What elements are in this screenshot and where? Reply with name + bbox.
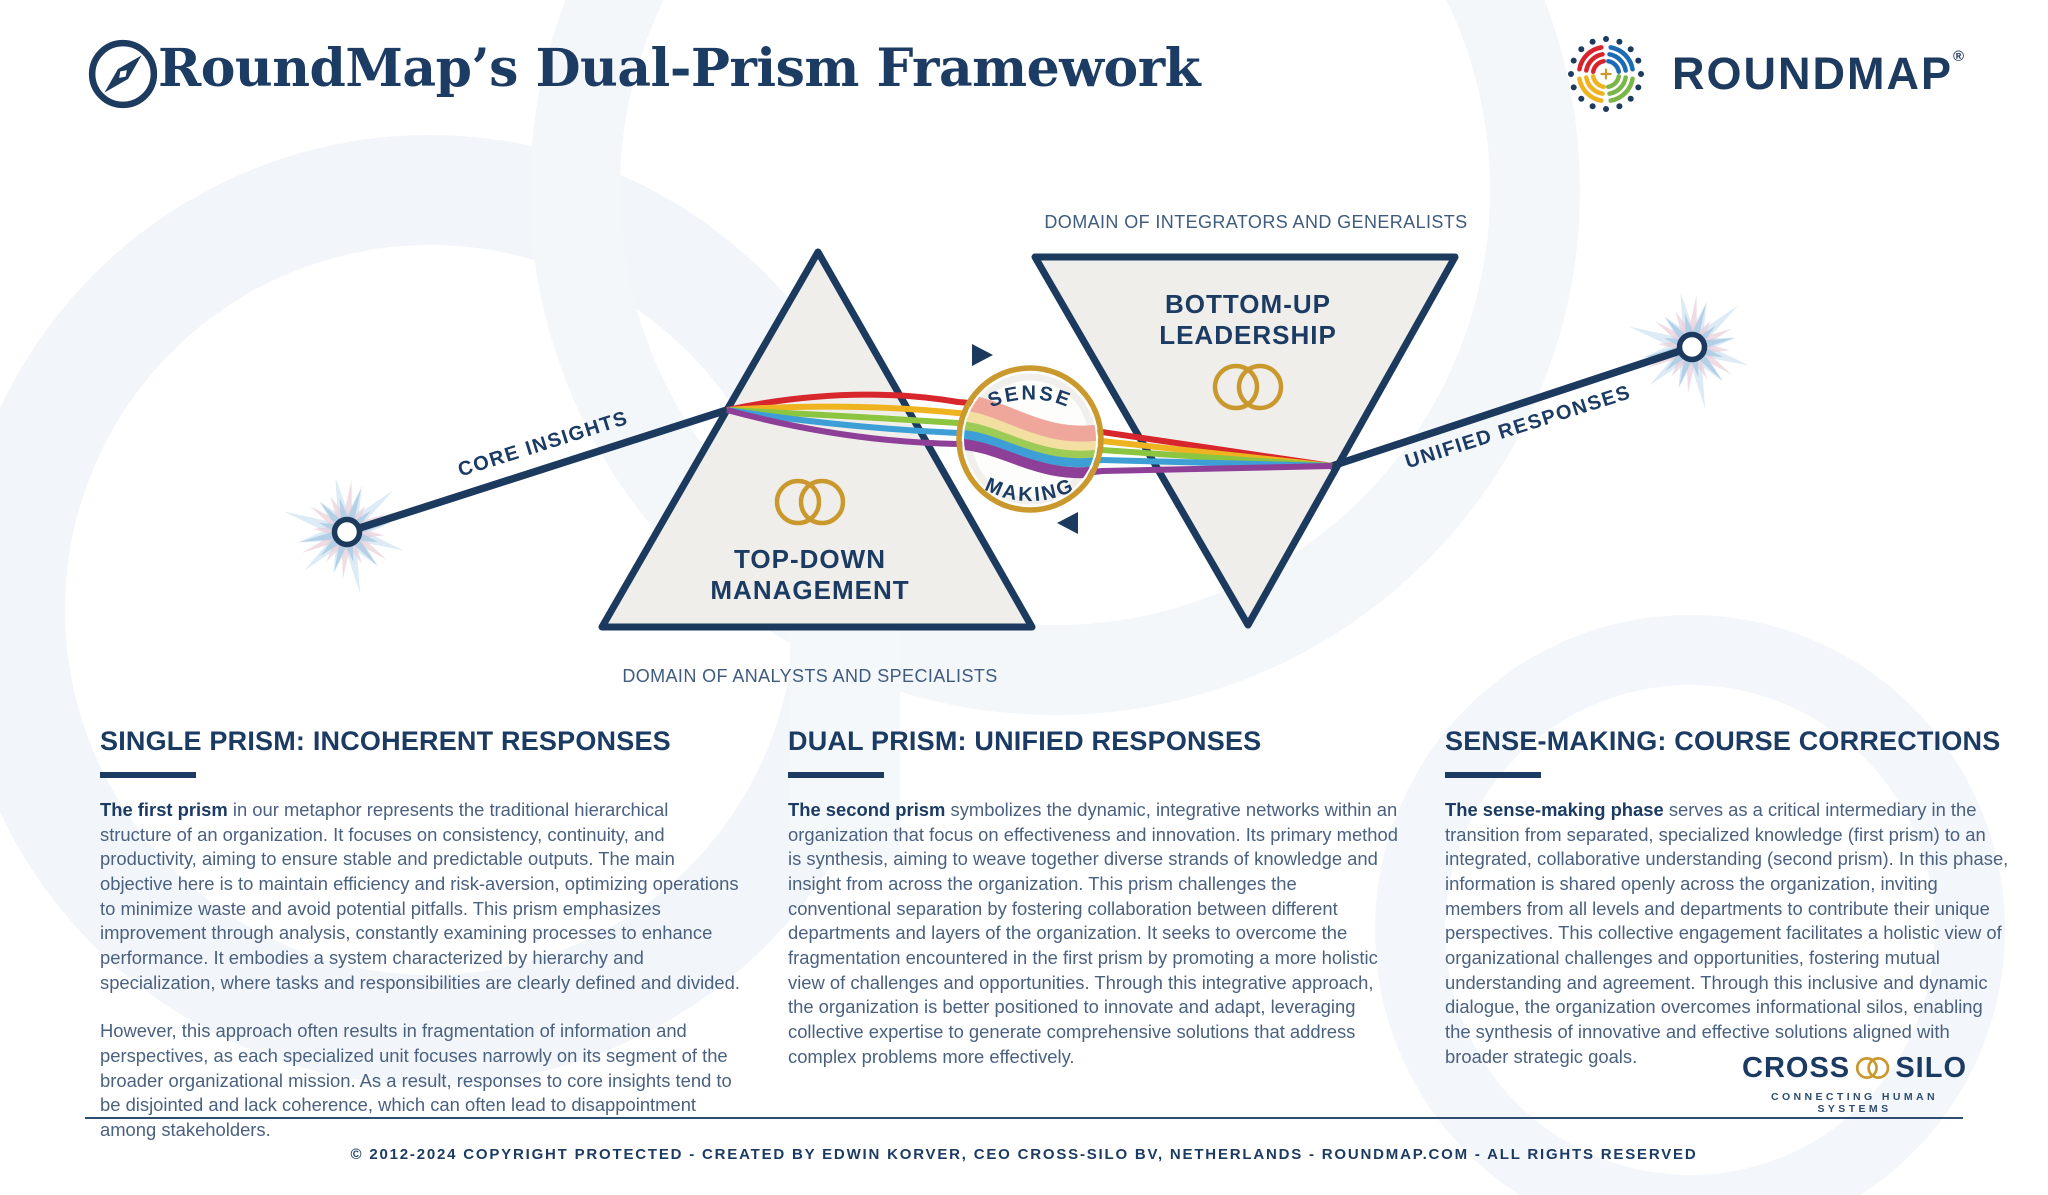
people-ring: [1568, 36, 1644, 112]
paragraph-text: in our metaphor represents the tradition…: [100, 799, 740, 993]
dual-prism-diagram: DOMAIN OF INTEGRATORS AND GENERALISTS DO…: [266, 212, 1766, 686]
column-paragraph: However, this approach often results in …: [100, 1020, 732, 1140]
column-dual-prism: DUAL PRISM: UNIFIED RESPONSES The second…: [788, 726, 1400, 1093]
column-heading: DUAL PRISM: UNIFIED RESPONSES: [788, 726, 1262, 756]
interlocked-rings-icon: [774, 478, 846, 526]
top-down-label-line2: MANAGEMENT: [710, 575, 909, 605]
footer-divider: [85, 1117, 1963, 1119]
top-down-prism: [598, 248, 1036, 631]
copyright-text: © 2012-2024 COPYRIGHT PROTECTED - CREATE…: [350, 1146, 1698, 1163]
column-heading: SENSE-MAKING: COURSE CORRECTIONS: [1445, 726, 2001, 756]
cross-silo-logo: CROSS SILO CONNECTING HUMAN SYSTEMS: [1742, 1050, 1967, 1116]
ray-origin-point: [331, 516, 363, 548]
column-single-prism: SINGLE PRISM: INCOHERENT RESPONSES The f…: [100, 726, 740, 1167]
bottom-up-label-line2: LEADERSHIP: [1159, 320, 1337, 350]
heading-underline: [1445, 772, 1541, 778]
brand-text: ROUNDMAP: [1672, 48, 1953, 99]
column-sense-making: SENSE-MAKING: COURSE CORRECTIONS The sen…: [1445, 726, 2010, 1093]
logo-text-silo: SILO: [1895, 1051, 1967, 1084]
page-title: RoundMap’s Dual-Prism Framework: [158, 38, 1201, 99]
bottom-up-prism: [1031, 253, 1459, 629]
roundmap-logo-icon: [1568, 36, 1644, 112]
sense-making-circle: SENSE MAKING: [956, 344, 1104, 534]
paragraph-text: serves as a critical intermediary in the…: [1445, 799, 2009, 1067]
heading-underline: [788, 772, 884, 778]
interlocked-rings-icon: [1856, 1056, 1890, 1080]
spectrum-bands-wide: [964, 386, 1096, 479]
unified-responses-ray: [1328, 343, 1696, 470]
paragraph-text: symbolizes the dynamic, integrative netw…: [788, 799, 1398, 1067]
logo-text-cross: CROSS: [1742, 1051, 1851, 1084]
rotation-arrow-top-icon: [972, 344, 993, 366]
rotation-arrow-bottom-icon: [1057, 512, 1078, 534]
top-down-label-line1: TOP-DOWN: [734, 544, 886, 574]
compass-icon: [88, 39, 158, 109]
column-paragraph: The second prism symbolizes the dynamic,…: [788, 798, 1400, 1069]
paragraph-lead: The first prism: [100, 799, 228, 820]
domain-label-bottom: DOMAIN OF ANALYSTS AND SPECIALISTS: [622, 666, 997, 686]
heading-underline: [100, 772, 196, 778]
column-paragraph: The first prism in our metaphor represen…: [100, 798, 740, 995]
interlocked-rings-icon: [1212, 363, 1284, 411]
bottom-up-label-line1: BOTTOM-UP: [1165, 289, 1331, 319]
domain-label-top: DOMAIN OF INTEGRATORS AND GENERALISTS: [1044, 212, 1467, 232]
ray-end-point: [1676, 331, 1708, 363]
paragraph-lead: The second prism: [788, 799, 946, 820]
brand-name: ROUNDMAP®: [1672, 48, 1964, 100]
paragraph-lead: The sense-making phase: [1445, 799, 1664, 820]
column-paragraph: The sense-making phase serves as a criti…: [1445, 798, 2010, 1069]
column-heading: SINGLE PRISM: INCOHERENT RESPONSES: [100, 726, 671, 756]
core-insights-ray: [343, 406, 731, 536]
logo-tagline: CONNECTING HUMAN SYSTEMS: [1771, 1091, 1938, 1115]
registered-mark: ®: [1953, 48, 1965, 65]
